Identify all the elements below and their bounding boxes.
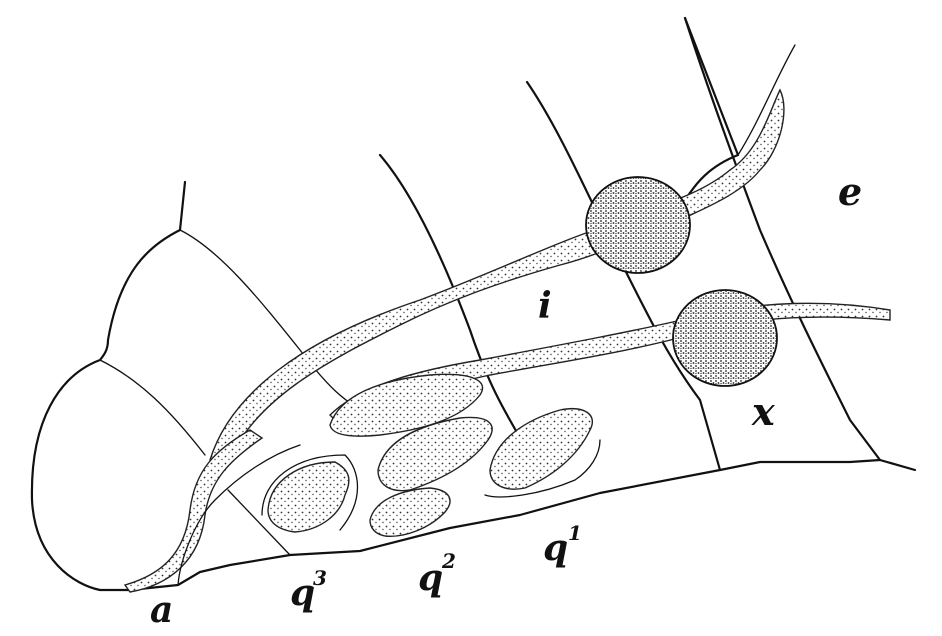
label-q1: q xyxy=(543,527,568,569)
appendage-bud-q2-upper xyxy=(329,373,484,437)
cell-mass-upper xyxy=(585,176,691,274)
cell-mass-lower xyxy=(672,289,778,387)
tail-curve-outer xyxy=(123,429,264,593)
appendage-bud-q1-outline xyxy=(484,439,601,498)
appendage-bud-q3-outline xyxy=(261,454,359,531)
segment-line-3 xyxy=(683,16,882,462)
label-x: x xyxy=(751,389,776,434)
appendage-bud-q3 xyxy=(267,461,350,533)
dorsal-outline-right xyxy=(737,44,796,156)
intestine xyxy=(209,88,785,472)
segment-cross-line xyxy=(227,489,291,556)
tail-curve-inner xyxy=(177,444,301,586)
intestine-lower-band xyxy=(329,302,891,432)
label-q2: q xyxy=(418,557,443,599)
label-e: e xyxy=(838,169,862,214)
label-q3: q xyxy=(290,572,315,614)
label-q1-superscript: 1 xyxy=(568,521,582,545)
head-lobe-lower xyxy=(99,359,206,456)
appendage-bud-q2-lower xyxy=(369,487,451,537)
label-i: i xyxy=(538,285,552,327)
label-a: a xyxy=(150,589,173,631)
head-lobe-division xyxy=(179,229,361,411)
label-q3-superscript: 3 xyxy=(313,566,327,590)
segment-line-1 xyxy=(378,153,532,457)
body-outline xyxy=(30,180,917,592)
appendage-bud-q1 xyxy=(489,408,593,490)
appendage-bud-q2-middle xyxy=(377,416,493,492)
label-q2-superscript: 2 xyxy=(441,549,456,573)
